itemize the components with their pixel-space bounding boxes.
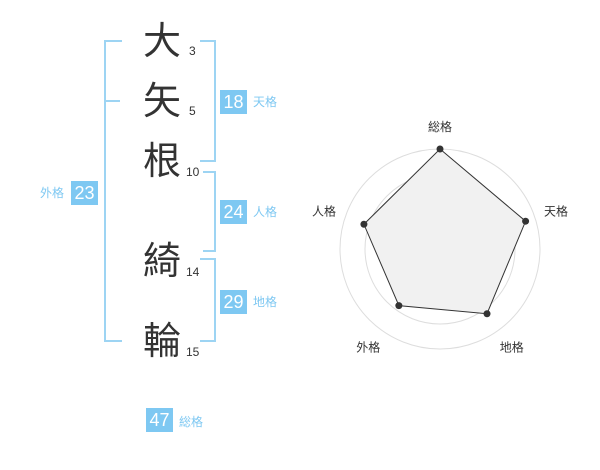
name-char-1: 大 xyxy=(142,19,181,63)
name-char-5: 輪 xyxy=(142,319,181,363)
gaikaku-label: 外格 xyxy=(40,186,65,200)
stroke-count-5: 15 xyxy=(186,345,200,359)
jinkaku-label: 人格 xyxy=(253,205,278,219)
radar-axis-label-5: 人格 xyxy=(312,203,336,218)
stroke-count-2: 5 xyxy=(189,104,196,118)
tenkaku-value: 18 xyxy=(220,90,247,114)
jinkaku-bracket xyxy=(203,171,216,252)
name-char-2: 矢 xyxy=(142,79,181,123)
jinkaku-value: 24 xyxy=(220,200,247,224)
gaikaku-bracket xyxy=(104,40,122,342)
radar-point-2 xyxy=(522,217,530,225)
tenkaku-bracket xyxy=(200,40,216,162)
radar-axis-label-3: 地格 xyxy=(500,340,524,355)
name-char-4: 綺 xyxy=(142,239,181,283)
soukaku-value: 47 xyxy=(146,408,173,432)
radar-point-3 xyxy=(483,310,491,318)
stroke-count-4: 14 xyxy=(186,265,200,279)
chikaku-label: 地格 xyxy=(253,295,278,309)
radar-point-4 xyxy=(395,302,403,310)
radar-points xyxy=(360,145,530,318)
stroke-count-1: 3 xyxy=(189,44,196,58)
radar-point-5 xyxy=(360,220,368,228)
chikaku-value: 29 xyxy=(220,290,247,314)
radar-point-1 xyxy=(436,145,444,153)
chikaku-bracket xyxy=(200,258,216,342)
name-char-3: 根 xyxy=(142,139,181,183)
gaikaku-bracket-tick xyxy=(104,100,120,102)
tenkaku-label: 天格 xyxy=(253,95,278,109)
radar-polygon xyxy=(363,148,527,315)
soukaku-label: 総格 xyxy=(179,415,204,429)
gaikaku-value: 23 xyxy=(71,181,98,205)
radar-axis-label-2: 天格 xyxy=(544,203,568,218)
radar-axis-label-4: 外格 xyxy=(356,340,380,355)
radar-axis-label-1: 総格 xyxy=(428,119,452,134)
stroke-count-3: 10 xyxy=(186,165,200,179)
